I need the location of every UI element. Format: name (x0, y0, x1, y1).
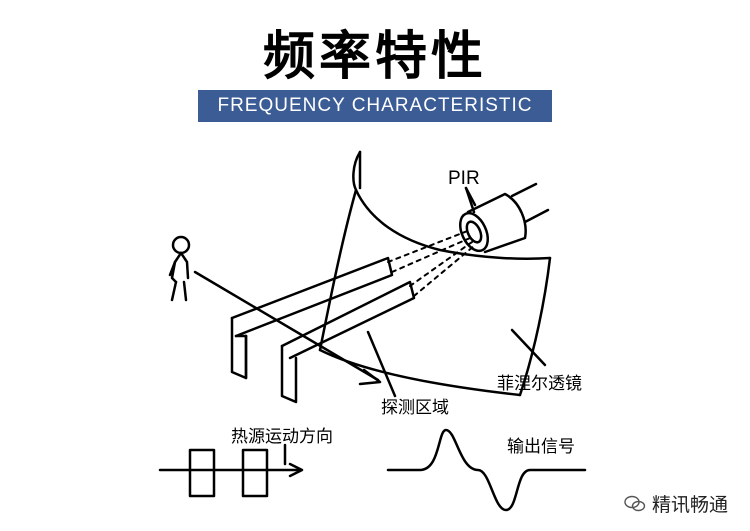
subtitle-banner: FREQUENCY CHARACTERISTIC (198, 90, 552, 122)
output-signal-label: 输出信号 (507, 437, 575, 457)
output-signal-waveform (386, 428, 587, 512)
heat-source-direction-label: 热源运动方向 (231, 427, 333, 447)
detection-zone-label: 探测区域 (381, 398, 449, 418)
wechat-icon (624, 495, 646, 511)
detection-beam-2 (280, 280, 416, 404)
person-figure (168, 235, 191, 302)
pir-sensor (458, 182, 550, 254)
pir-label: PIR (448, 168, 480, 189)
heat-source-motion-graphic (158, 443, 304, 498)
motion-arrow (193, 270, 380, 382)
watermark: 精讯畅通 (624, 490, 728, 517)
watermark-text: 精讯畅通 (651, 494, 728, 516)
fresnel-lens-shape (352, 150, 552, 260)
detection-beam-1 (230, 256, 394, 380)
page-title: 频率特性 (262, 27, 487, 87)
fresnel-lens-label: 菲涅尔透镜 (497, 374, 582, 394)
